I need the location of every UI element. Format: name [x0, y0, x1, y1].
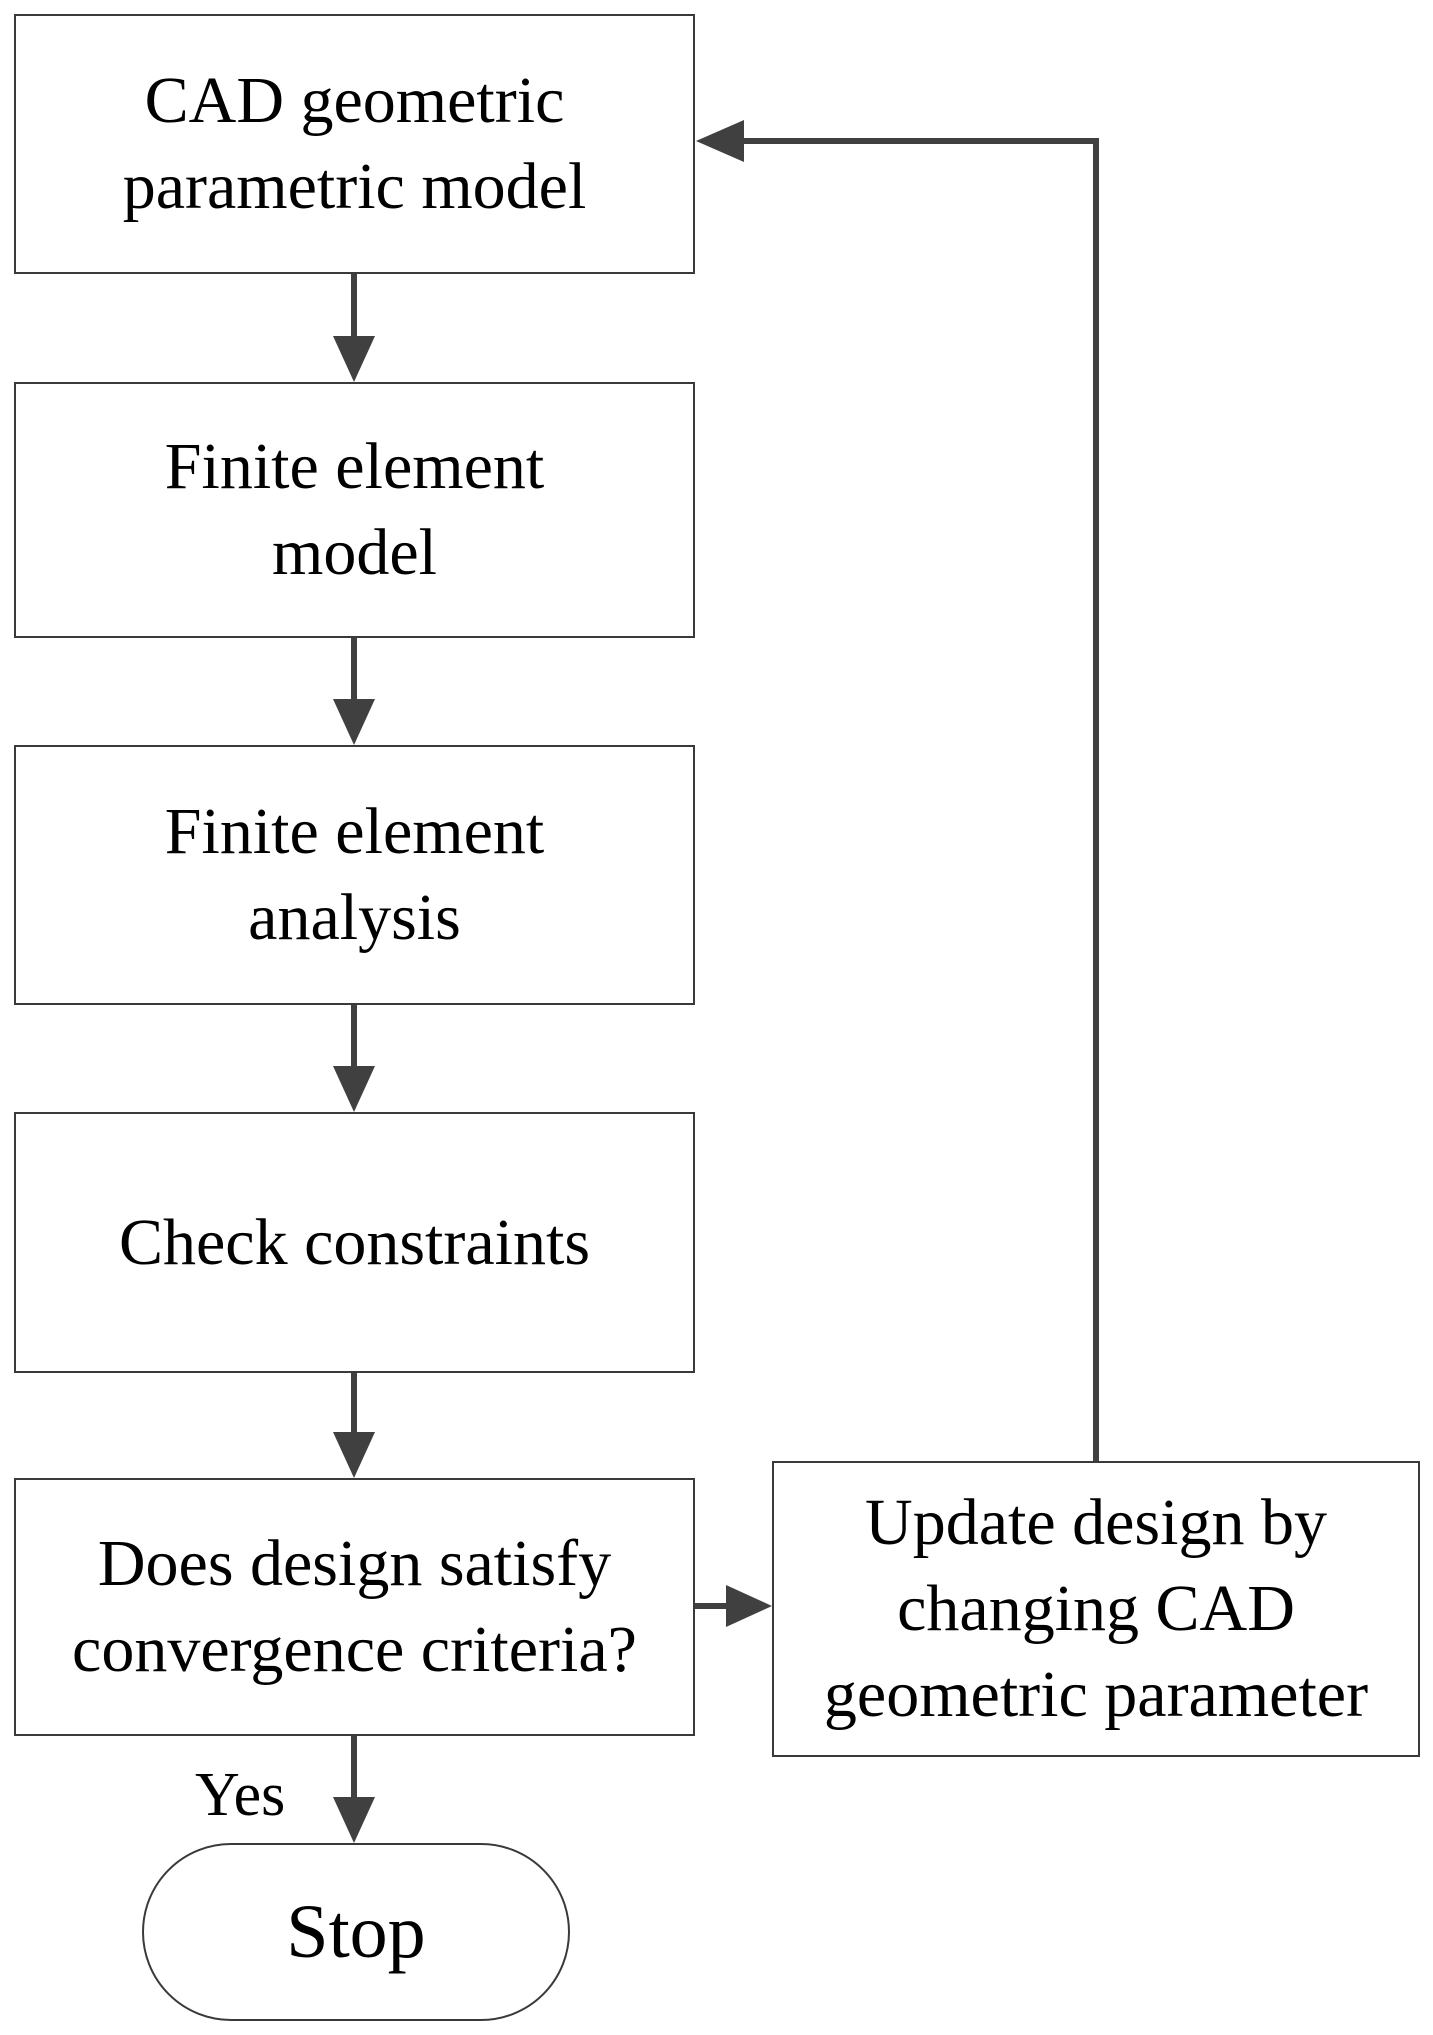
fe-model-line-1: Finite element	[164, 430, 545, 503]
cad-model-line-2: parametric model	[122, 150, 587, 223]
update-design-line-3: geometric parameter	[823, 1658, 1369, 1731]
update-design-box: Update design by changing CAD geometric …	[772, 1461, 1420, 1757]
check-constraints-box: Check constraints	[14, 1112, 695, 1373]
fe-model-box: Finite element model	[14, 382, 695, 638]
arrow-fe-analysis-to-check	[333, 1004, 375, 1112]
cad-model-text: CAD geometric parametric model	[123, 58, 587, 230]
fe-analysis-line-1: Finite element	[164, 795, 545, 868]
arrow-update-to-cad	[696, 120, 1099, 1461]
convergence-text: Does design satisfy convergence criteria…	[72, 1521, 637, 1693]
arrow-convergence-to-update	[694, 1585, 772, 1627]
stop-terminal: Stop	[142, 1843, 570, 2021]
cad-model-box: CAD geometric parametric model	[14, 14, 695, 274]
check-constraints-line-1: Check constraints	[118, 1205, 591, 1279]
stop-text: Stop	[286, 1889, 425, 1975]
check-constraints-text: Check constraints	[119, 1200, 590, 1286]
stop-line-1: Stop	[286, 1890, 426, 1974]
convergence-line-2: convergence criteria?	[72, 1613, 637, 1686]
fe-analysis-line-2: analysis	[248, 881, 461, 954]
update-design-text: Update design by changing CAD geometric …	[824, 1480, 1368, 1738]
arrow-fe-model-to-fe-analysis	[333, 637, 375, 745]
arrow-convergence-to-stop	[333, 1735, 375, 1843]
fe-model-text: Finite element model	[165, 424, 544, 596]
convergence-line-1: Does design satisfy	[97, 1527, 612, 1600]
update-design-line-1: Update design by	[865, 1486, 1327, 1559]
fe-model-line-2: model	[272, 516, 437, 589]
fe-analysis-text: Finite element analysis	[165, 789, 544, 961]
cad-model-line-1: CAD geometric	[144, 64, 565, 137]
arrow-check-to-convergence	[333, 1372, 375, 1478]
yes-label: Yes	[195, 1761, 286, 1829]
arrow-cad-to-fe-model	[333, 273, 375, 382]
fe-analysis-box: Finite element analysis	[14, 745, 695, 1005]
update-design-line-2: changing CAD	[897, 1572, 1295, 1645]
convergence-box: Does design satisfy convergence criteria…	[14, 1478, 695, 1736]
